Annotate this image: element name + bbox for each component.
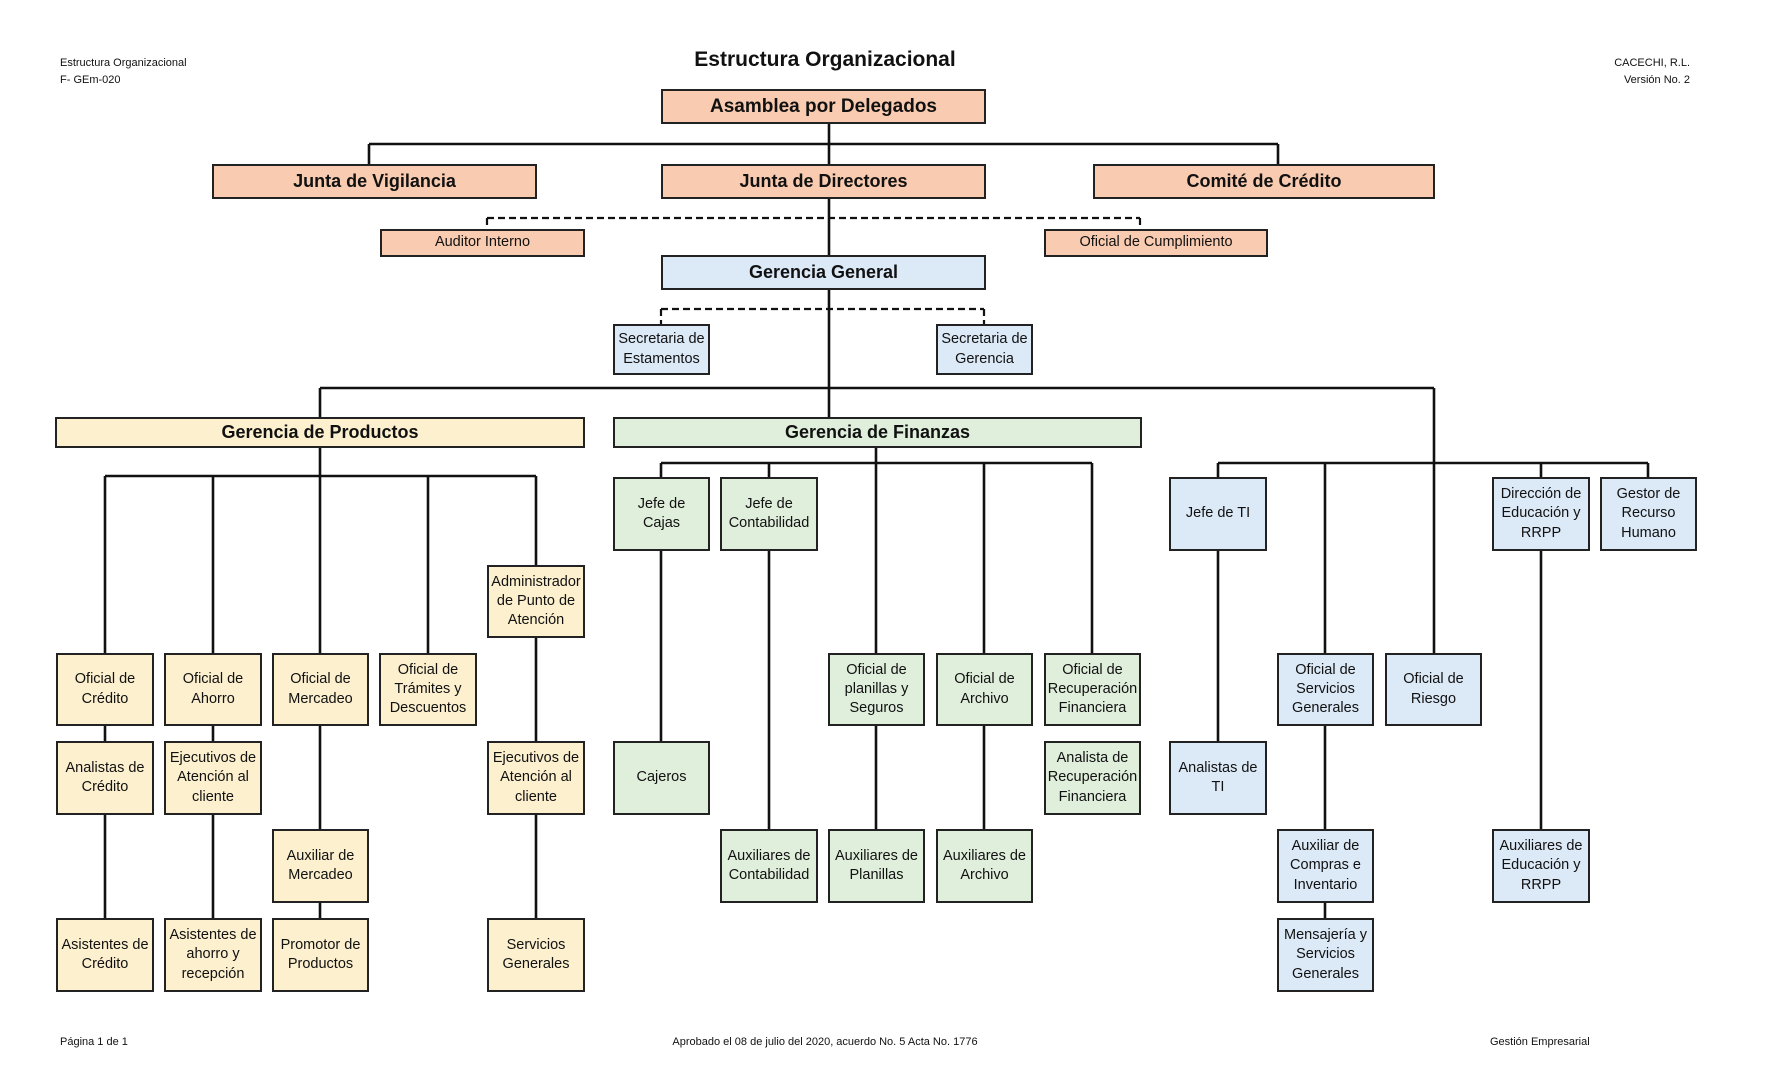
node-gerencia-finanzas: Gerencia de Finanzas	[613, 417, 1142, 448]
node-gestor-rrhh: Gestor de Recurso Humano	[1600, 477, 1697, 551]
page-title: Estructura Organizacional	[694, 48, 956, 71]
node-auxiliar-compras: Auxiliar de Compras e Inventario	[1277, 829, 1374, 903]
company-name: CACECHI, R.L.	[1614, 57, 1690, 69]
node-auxiliares-archivo: Auxiliares de Archivo	[936, 829, 1033, 903]
node-auxiliar-mercadeo: Auxiliar de Mercadeo	[272, 829, 369, 903]
node-direccion-educacion: Dirección de Educación y RRPP	[1492, 477, 1590, 551]
node-oficial-ahorro: Oficial de Ahorro	[164, 653, 262, 726]
node-admin-punto-atencion: Administrador de Punto de Atención	[487, 565, 585, 638]
node-junta-vigilancia: Junta de Vigilancia	[212, 164, 537, 199]
node-oficial-planillas: Oficial de planillas y Seguros	[828, 653, 925, 726]
node-auditor-interno: Auditor Interno	[380, 229, 585, 257]
node-secretaria-gerencia: Secretaria de Gerencia	[936, 324, 1033, 375]
node-oficial-tramites: Oficial de Trámites y Descuentos	[379, 653, 477, 726]
node-comite-credito: Comité de Crédito	[1093, 164, 1435, 199]
node-oficial-cumplimiento: Oficial de Cumplimiento	[1044, 229, 1268, 257]
node-gerencia-productos: Gerencia de Productos	[55, 417, 585, 448]
area-label: Gestión Empresarial	[1490, 1036, 1590, 1048]
node-ejecutivos-atencion-1: Ejecutivos de Atención al cliente	[164, 741, 262, 815]
node-mensajeria: Mensajería y Servicios Generales	[1277, 918, 1374, 992]
node-servicios-generales-prod: Servicios Generales	[487, 918, 585, 992]
node-secretaria-estamentos: Secretaria de Estamentos	[613, 324, 710, 375]
document-code: F- GEm-020	[60, 74, 121, 86]
node-asistentes-credito: Asistentes de Crédito	[56, 918, 154, 992]
node-gerencia-general: Gerencia General	[661, 255, 986, 290]
node-promotor-productos: Promotor de Productos	[272, 918, 369, 992]
approval-note: Aprobado el 08 de julio del 2020, acuerd…	[672, 1036, 978, 1048]
node-oficial-servicios-generales: Oficial de Servicios Generales	[1277, 653, 1374, 726]
page-number: Página 1 de 1	[60, 1036, 128, 1048]
node-auxiliares-planillas: Auxiliares de Planillas	[828, 829, 925, 903]
node-analista-recuperacion: Analista de Recuperación Financiera	[1044, 741, 1141, 815]
node-oficial-mercadeo: Oficial de Mercadeo	[272, 653, 369, 726]
node-asamblea: Asamblea por Delegados	[661, 89, 986, 124]
node-auxiliares-contabilidad: Auxiliares de Contabilidad	[720, 829, 818, 903]
node-auxiliares-educacion: Auxiliares de Educación y RRPP	[1492, 829, 1590, 903]
node-oficial-archivo: Oficial de Archivo	[936, 653, 1033, 726]
node-jefe-cajas: Jefe de Cajas	[613, 477, 710, 551]
node-jefe-ti: Jefe de TI	[1169, 477, 1267, 551]
node-cajeros: Cajeros	[613, 741, 710, 815]
version-label: Versión No. 2	[1623, 74, 1690, 86]
node-oficial-recuperacion: Oficial de Recuperación Financiera	[1044, 653, 1141, 726]
document-name: Estructura Organizacional	[60, 57, 187, 69]
node-ejecutivos-atencion-2: Ejecutivos de Atención al cliente	[487, 741, 585, 815]
node-jefe-contabilidad: Jefe de Contabilidad	[720, 477, 818, 551]
node-analistas-ti: Analistas de TI	[1169, 741, 1267, 815]
node-analistas-credito: Analistas de Crédito	[56, 741, 154, 815]
node-junta-directores: Junta de Directores	[661, 164, 986, 199]
node-oficial-riesgo: Oficial de Riesgo	[1385, 653, 1482, 726]
node-asistentes-ahorro: Asistentes de ahorro y recepción	[164, 918, 262, 992]
node-oficial-credito: Oficial de Crédito	[56, 653, 154, 726]
